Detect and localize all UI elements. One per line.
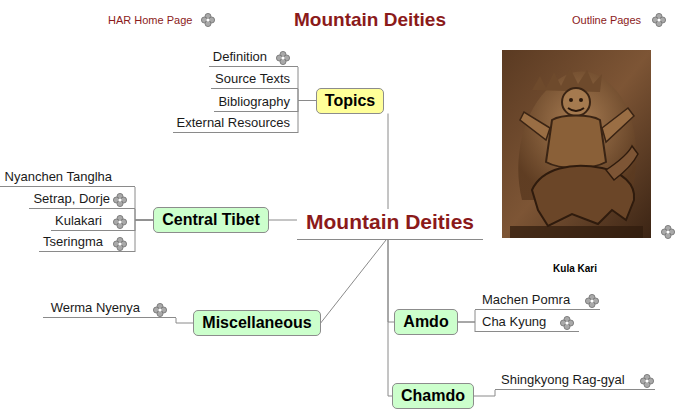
branch-connector <box>474 390 495 396</box>
leaf-topic: Machen Pomra <box>475 290 600 310</box>
link-icon <box>652 13 665 26</box>
leaf-topic: Cha Kyung <box>475 312 579 332</box>
leaf-topic: Setrap, Dorje <box>29 189 135 209</box>
branch-box: Amdo <box>394 309 457 335</box>
node-label: External Resources <box>177 115 290 131</box>
link-icon <box>153 303 166 316</box>
link-icon <box>585 294 598 307</box>
branch-connector <box>298 67 316 101</box>
node-label: Setrap, Dorje <box>33 191 110 207</box>
leaf-topic: Shingkyong Rag-gyal <box>495 370 655 390</box>
node-label: Mountain Deities <box>306 209 474 235</box>
branch-connector <box>298 89 316 101</box>
node-label: Miscellaneous <box>202 314 311 332</box>
branch-box: Topics <box>316 88 384 114</box>
leaf-topic: Kulakari <box>51 211 135 231</box>
link-icon <box>113 237 126 250</box>
leaf-topic: External Resources <box>173 113 298 133</box>
leaf-topic: Definition <box>209 47 298 67</box>
node-label: Topics <box>325 92 375 110</box>
leaf-topic: Bibliography <box>214 92 298 112</box>
branch-connector <box>135 187 153 220</box>
branch-box: Central Tibet <box>153 207 269 233</box>
page-title: Mountain Deities <box>170 8 570 32</box>
node-label: Source Texts <box>215 71 290 87</box>
branch-connector <box>135 220 153 231</box>
link-icon <box>640 374 653 387</box>
branch-box: Chamdo <box>392 383 474 409</box>
node-label: Shingkyong Rag-gyal <box>501 372 625 388</box>
node-label: Tseringma <box>43 234 103 250</box>
node-label: Definition <box>213 49 267 65</box>
branch-connector <box>135 209 153 220</box>
central-topic: Mountain Deities <box>297 209 483 240</box>
node-label: Central Tibet <box>162 211 260 229</box>
image-caption: Kula Kari <box>553 262 597 275</box>
branch-connector <box>298 101 316 134</box>
branch-connector <box>388 240 394 322</box>
link-icon <box>113 193 126 206</box>
branch-connector <box>135 220 153 252</box>
nav-link: HAR Home Page <box>108 13 192 27</box>
leaf-topic: Tseringma <box>39 232 135 252</box>
node-label: Nyanchen Tanglha <box>5 169 112 185</box>
branch-connector <box>458 322 475 332</box>
link-icon <box>560 316 573 329</box>
branch-connector <box>458 310 475 322</box>
link-icon <box>276 51 289 64</box>
branch-connector <box>388 114 389 210</box>
node-label: Bibliography <box>218 94 290 110</box>
link-icon <box>113 215 126 228</box>
branch-box: Miscellaneous <box>193 310 320 336</box>
leaf-topic: Source Texts <box>211 69 298 89</box>
nav-link: Outline Pages <box>572 13 641 27</box>
branch-connector <box>298 101 316 113</box>
node-label: Kulakari <box>55 213 102 229</box>
leaf-topic: Werma Nyenya <box>43 298 176 318</box>
node-label: Cha Kyung <box>482 314 546 330</box>
leaf-topic: Nyanchen Tanglha <box>0 167 135 187</box>
branch-connector <box>269 220 297 221</box>
node-label: Amdo <box>403 313 448 331</box>
link-icons <box>113 13 674 387</box>
branch-connector <box>321 240 386 323</box>
node-label: Chamdo <box>401 387 465 405</box>
link-icon <box>661 225 674 238</box>
deity-photo <box>502 50 651 238</box>
branch-connector <box>176 318 193 323</box>
link-icon <box>201 13 214 26</box>
node-label: Werma Nyenya <box>51 300 140 316</box>
node-label: Machen Pomra <box>482 292 570 308</box>
branch-connector <box>388 240 392 396</box>
